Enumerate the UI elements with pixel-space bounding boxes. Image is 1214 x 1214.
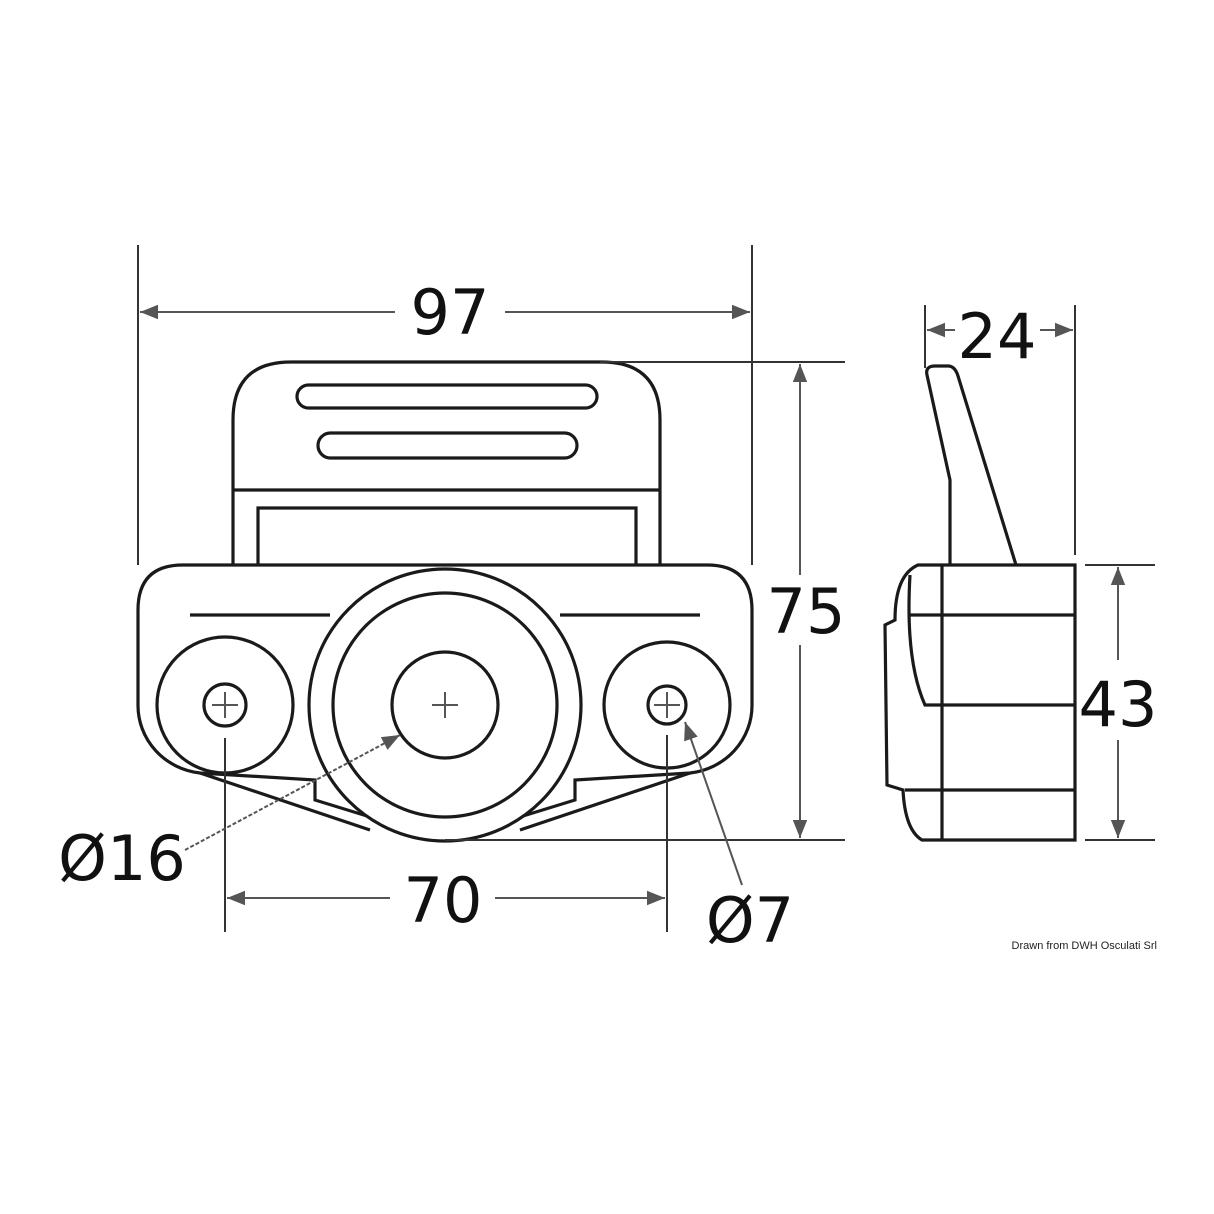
- dimension-24: 24: [924, 300, 1076, 555]
- dim-24-label: 24: [958, 300, 1037, 373]
- dim-70-label: 70: [404, 864, 483, 937]
- top-tab: [231, 360, 662, 565]
- dimension-70: 70: [224, 735, 668, 937]
- dimension-43: 43: [1079, 564, 1158, 841]
- dim-7-label: Ø7: [706, 884, 794, 957]
- base-body: [136, 563, 754, 842]
- dimension-diameter-7: Ø7: [684, 721, 794, 957]
- dim-97-label: 97: [411, 276, 490, 349]
- dimension-diameter-16: Ø16: [58, 734, 401, 895]
- front-view: [136, 360, 754, 843]
- center-boss-inner: [331, 591, 559, 819]
- right-hole: [646, 684, 688, 726]
- credit-text: Drawn from DWH Osculati Srl: [1012, 940, 1157, 952]
- dimension-75: 75: [445, 361, 846, 841]
- lever: [925, 364, 1018, 566]
- center-hole: [390, 650, 500, 760]
- tab-inner-rect: [256, 506, 638, 565]
- dim-16-label: Ø16: [58, 822, 186, 895]
- dim-43-label: 43: [1079, 668, 1158, 741]
- left-hole: [202, 682, 248, 728]
- side-view: [883, 364, 1077, 842]
- dimension-97: 97: [137, 245, 753, 565]
- dim-75-label: 75: [767, 575, 846, 648]
- base-taper: [199, 771, 691, 832]
- side-body: [883, 563, 1077, 842]
- center-marks: [212, 692, 680, 718]
- tab-slot-upper: [295, 383, 599, 410]
- tab-slot-lower: [316, 431, 579, 460]
- side-line-2: [907, 574, 1075, 707]
